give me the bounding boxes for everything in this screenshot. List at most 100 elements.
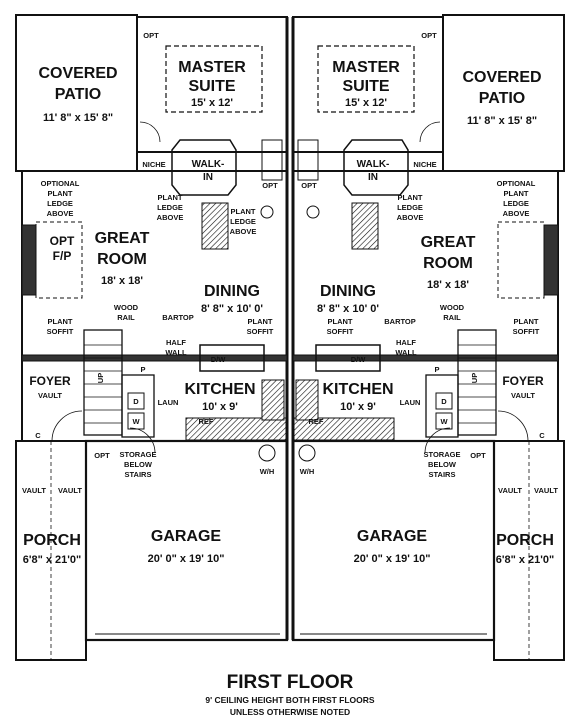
great-room-label-left-2: ROOM: [97, 251, 147, 268]
plant-soffit-e-note-right-2: SOFFIT: [513, 327, 540, 336]
storage-note-left-2: BELOW: [124, 460, 153, 469]
porch-label-right: PORCH: [496, 532, 554, 549]
opt-ledge-note-left-4: ABOVE: [47, 209, 74, 218]
plant-soffit-w-note-left-2: SOFFIT: [47, 327, 74, 336]
porch-dim-right: 6'8" x 21'0": [496, 554, 554, 566]
plant-ledge-b-note-left-1: PLANT: [231, 207, 256, 216]
opt-patio-note-right: OPT: [421, 31, 437, 40]
storage-note-right-3: STAIRS: [429, 470, 456, 479]
opt-ledge-note-left-2: PLANT: [48, 189, 73, 198]
opt-patio-note-left: OPT: [143, 31, 159, 40]
pantry-note-left: P: [140, 365, 145, 374]
dining-dim-left: 8' 8" x 10' 0': [201, 303, 263, 315]
closet-note-right: C: [539, 431, 545, 440]
opt-bath-note-left: OPT: [262, 181, 278, 190]
ref-note-left: REF: [199, 417, 214, 426]
laundry-note-right: LAUN: [400, 398, 421, 407]
great-room-label-right-2: ROOM: [423, 255, 473, 272]
master-suite-dim-left: 15' x 12': [191, 97, 233, 109]
vault-note-right-foyer: VAULT: [511, 391, 535, 400]
plan-title: FIRST FLOOR: [227, 672, 354, 693]
ceiling-note-line1: 9' CEILING HEIGHT BOTH FIRST FLOORS: [205, 695, 375, 705]
unit-right: COVERED PATIO 11' 8" x 15' 8" MASTER SUI…: [300, 31, 559, 566]
plant-soffit-e-note-right-1: PLANT: [514, 317, 539, 326]
walk-in-label-right-2: IN: [368, 172, 378, 183]
washer-note-left: W: [132, 417, 140, 426]
master-suite-label-left: MASTER: [178, 59, 246, 76]
walls: [15, 14, 565, 661]
opt-bath-note-right: OPT: [301, 181, 317, 190]
opt-storage-note-right: OPT: [470, 451, 486, 460]
covered-patio-dim-right: 11' 8" x 15' 8": [467, 115, 537, 127]
dining-dim-right: 8' 8" x 10' 0': [317, 303, 379, 315]
opt-ledge-note-left-1: OPTIONAL: [41, 179, 80, 188]
wood-rail-note-right-2: RAIL: [443, 313, 461, 322]
foyer-label-right: FOYER: [502, 374, 544, 388]
plant-ledge-note-right-1: PLANT: [398, 193, 423, 202]
opt-ledge-note-right-2: PLANT: [504, 189, 529, 198]
master-suite-label-right-2: SUITE: [342, 78, 389, 95]
opt-ledge-note-right-1: OPTIONAL: [497, 179, 536, 188]
kitchen-label-right: KITCHEN: [322, 381, 393, 398]
plant-ledge-note-left-2: LEDGE: [157, 203, 183, 212]
half-wall-note-left-2: WALL: [165, 348, 187, 357]
dining-label-right: DINING: [320, 283, 376, 300]
storage-note-right-2: BELOW: [428, 460, 457, 469]
dw-note-left: D/W: [211, 355, 227, 364]
wood-rail-note-right-1: WOOD: [440, 303, 465, 312]
stair-up-note-right: UP: [470, 373, 479, 383]
niche-note-right: NICHE: [413, 160, 436, 169]
porch-dim-left: 6'8" x 21'0": [23, 554, 81, 566]
kitchen-dim-right: 10' x 9': [340, 401, 376, 413]
half-wall-note-left-1: HALF: [166, 338, 186, 347]
water-heater-note-right: W/H: [300, 467, 315, 476]
half-wall-note-right-1: HALF: [396, 338, 416, 347]
vault-note-left-foyer: VAULT: [38, 391, 62, 400]
great-room-label-right: GREAT: [421, 234, 476, 251]
walk-in-label-left-2: IN: [203, 172, 213, 183]
half-wall-note-right-2: WALL: [395, 348, 417, 357]
wood-rail-note-left-2: RAIL: [117, 313, 135, 322]
niche-note-left: NICHE: [142, 160, 165, 169]
garage-dim-right: 20' 0" x 19' 10": [354, 553, 431, 565]
vault-note-left-porch-a: VAULT: [22, 486, 46, 495]
storage-note-left-1: STORAGE: [120, 450, 157, 459]
opt-fireplace-label-left-2: F/P: [53, 249, 72, 263]
opt-storage-note-left: OPT: [94, 451, 110, 460]
dining-label-left: DINING: [204, 283, 260, 300]
opt-ledge-note-right-4: ABOVE: [503, 209, 530, 218]
opt-ledge-note-right-3: LEDGE: [503, 199, 529, 208]
plant-soffit-w-note-right-2: SOFFIT: [327, 327, 354, 336]
ref-note-right: REF: [309, 417, 324, 426]
walk-in-label-left: WALK-: [192, 159, 225, 170]
plant-ledge-note-left-1: PLANT: [158, 193, 183, 202]
plant-ledge-note-right-2: LEDGE: [397, 203, 423, 212]
plant-soffit-e-note-left-1: PLANT: [248, 317, 273, 326]
vault-note-left-porch-b: VAULT: [58, 486, 82, 495]
covered-patio-label-right: COVERED: [462, 69, 541, 86]
unit-left: COVERED PATIO 11' 8" x 15' 8" MASTER SUI…: [22, 31, 278, 566]
great-room-dim-left: 18' x 18': [101, 275, 143, 287]
plant-ledge-b-note-left-3: ABOVE: [230, 227, 257, 236]
foyer-label-left: FOYER: [29, 374, 71, 388]
vault-note-right-porch-a: VAULT: [498, 486, 522, 495]
plant-soffit-w-note-right-1: PLANT: [328, 317, 353, 326]
master-suite-label-right: MASTER: [332, 59, 400, 76]
covered-patio-label-left-2: PATIO: [55, 86, 102, 103]
pantry-note-right: P: [434, 365, 439, 374]
garage-label-left: GARAGE: [151, 528, 222, 545]
covered-patio-label-left: COVERED: [38, 65, 117, 82]
master-suite-label-left-2: SUITE: [188, 78, 235, 95]
vault-note-right-porch-b: VAULT: [534, 486, 558, 495]
opt-ledge-note-left-3: LEDGE: [47, 199, 73, 208]
garage-label-right: GARAGE: [357, 528, 428, 545]
water-heater-note-left: W/H: [260, 467, 275, 476]
plant-soffit-e-note-left-2: SOFFIT: [247, 327, 274, 336]
closet-note-left: C: [35, 431, 41, 440]
laundry-note-left: LAUN: [158, 398, 179, 407]
porch-label-left: PORCH: [23, 532, 81, 549]
storage-note-left-3: STAIRS: [125, 470, 152, 479]
bartop-note-right: BARTOP: [384, 317, 416, 326]
dryer-note-left: D: [133, 397, 139, 406]
bartop-note-left: BARTOP: [162, 313, 194, 322]
